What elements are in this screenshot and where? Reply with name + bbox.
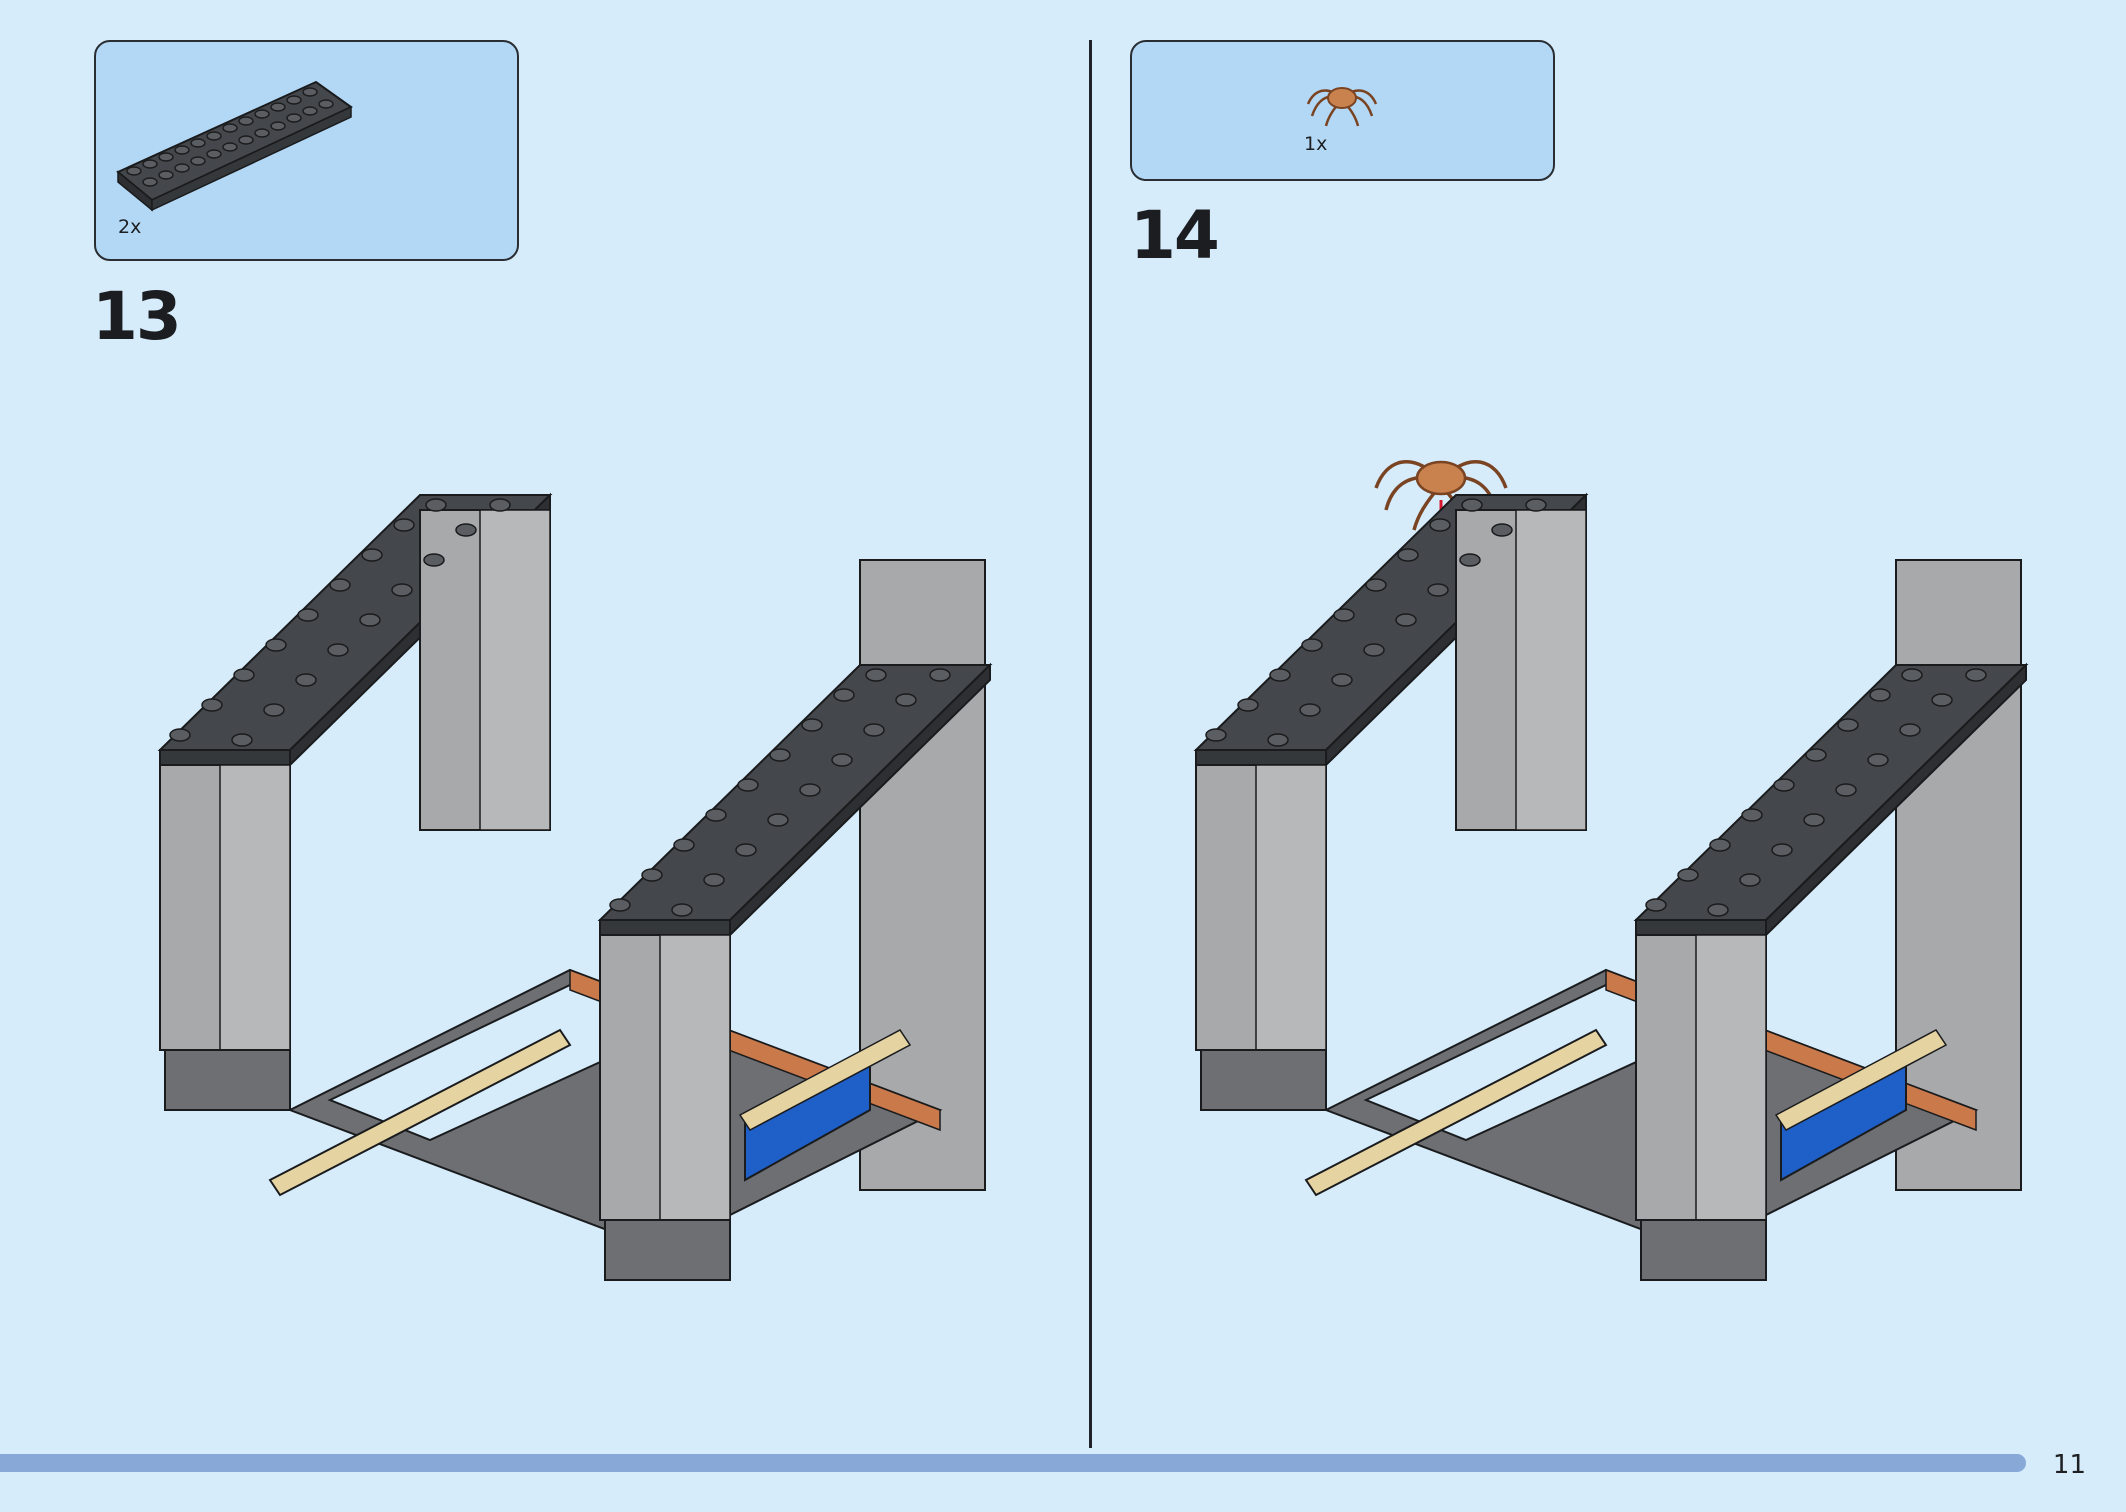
- build-illustration-step-14: [1193, 460, 2029, 1281]
- page-progress-bar: [0, 1454, 2026, 1472]
- parts-callout-step-13: 2x: [94, 40, 519, 261]
- step-number-14: 14: [1130, 197, 1220, 274]
- page-number: 11: [2052, 1450, 2086, 1480]
- build-illustration-step-13: [157, 492, 993, 1281]
- part-quantity: 2x: [118, 216, 142, 238]
- part-quantity: 1x: [1304, 133, 1328, 155]
- step-divider: [1089, 40, 1092, 1448]
- step-number-13: 13: [92, 278, 182, 355]
- parts-callout-step-14: 1x: [1130, 40, 1555, 181]
- dark-gray-plate-icon: [116, 80, 353, 212]
- spider-icon: [1306, 87, 1378, 127]
